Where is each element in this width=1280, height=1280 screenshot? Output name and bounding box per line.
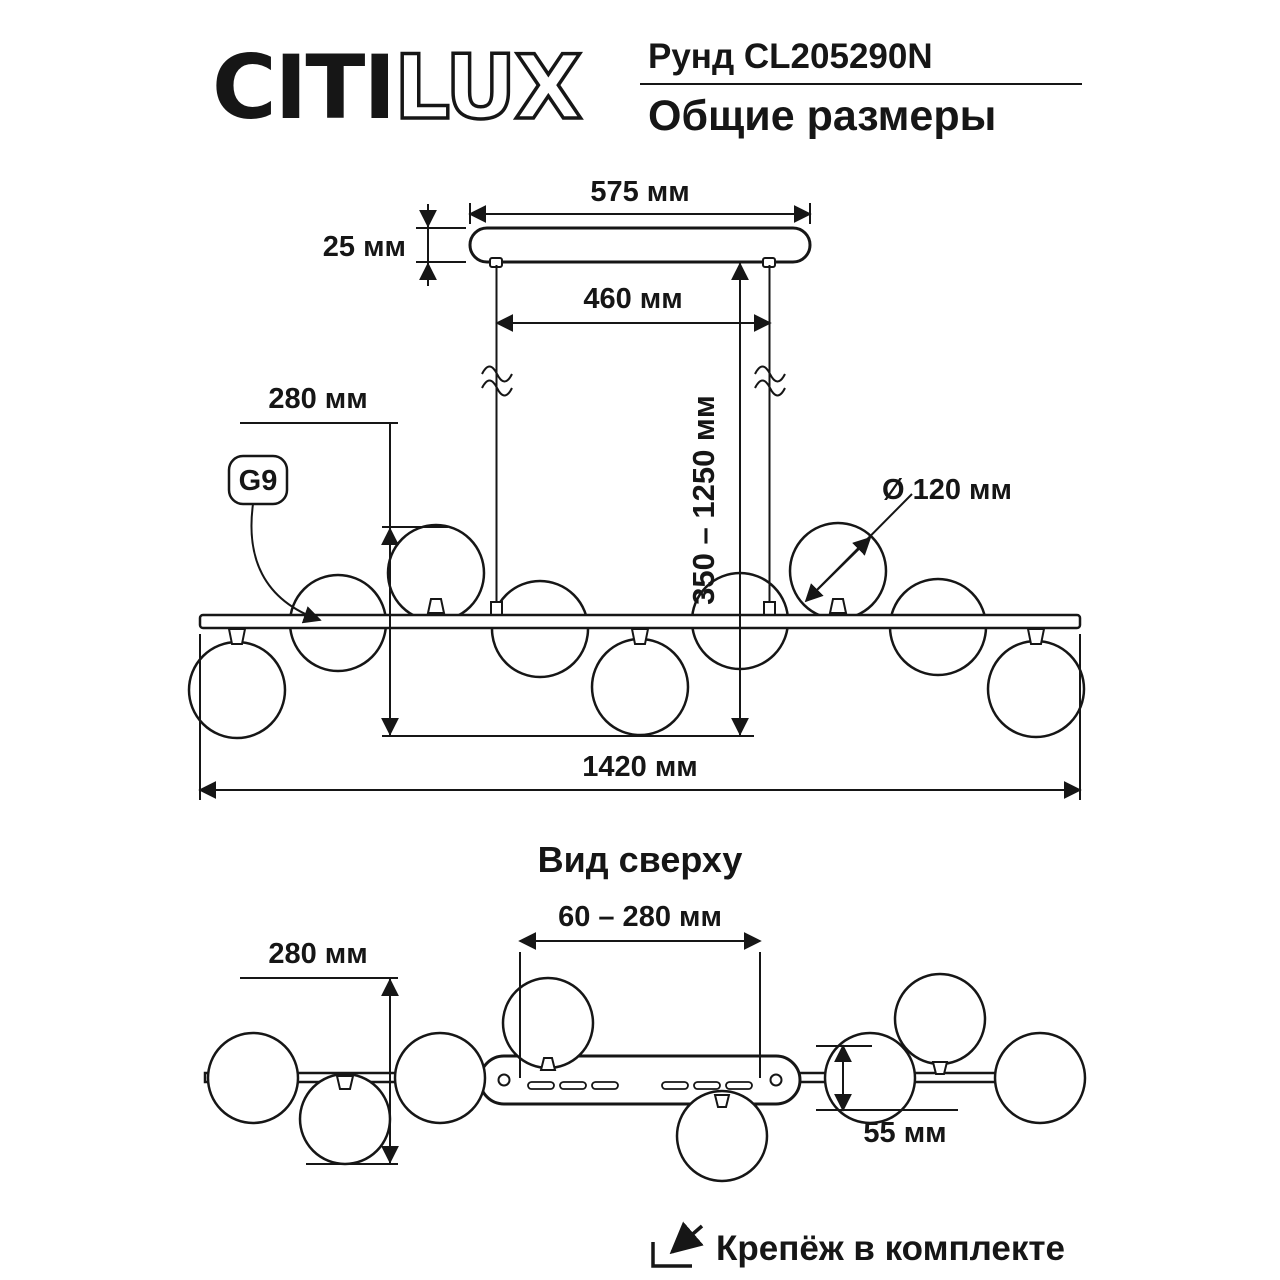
dim-canopy-width: 575 мм: [468, 176, 812, 224]
dim-label-slide-range: 60 – 280 мм: [558, 901, 722, 933]
dim-label-globe-cluster-height: 280 мм: [268, 383, 367, 415]
front-view: 575 мм 25 мм 460 мм 350 – 1250 мм 280 мм: [187, 176, 1086, 800]
screw-hole: [497, 1073, 511, 1087]
dim-slide-range: 60 – 280 мм: [518, 901, 762, 1078]
socket-label: G9: [239, 465, 278, 497]
dim-label-height-range: 350 – 1250 мм: [686, 395, 721, 605]
socket-clip: [1026, 628, 1046, 645]
socket-clip: [335, 1075, 355, 1090]
globe: [893, 972, 987, 1066]
wire-break-marks: [481, 365, 786, 397]
break-tilde: [754, 365, 786, 383]
page-subtitle: Общие размеры: [648, 92, 996, 140]
slot: [661, 1081, 689, 1090]
brand-logo-solid: CITI: [212, 36, 394, 139]
dim-label-globe-cluster-width: 280 мм: [268, 938, 367, 970]
globe: [501, 976, 595, 1070]
globe: [393, 1031, 487, 1125]
mounting-icon: [651, 1221, 704, 1268]
socket-clip: [227, 628, 247, 645]
dim-globe-offset: 55 мм: [816, 1044, 958, 1149]
globe: [675, 1089, 769, 1183]
socket-clip: [630, 628, 650, 645]
socket-callout: G9: [227, 454, 322, 624]
canopy-front: [468, 226, 812, 264]
rod-front: [198, 613, 1082, 630]
model-title: Рунд CL205290N: [648, 37, 933, 76]
brand-logo-outline: LUX: [394, 36, 581, 139]
screw-hole: [769, 1073, 783, 1087]
dim-globe-cluster-height-front: 280 мм: [240, 383, 754, 737]
slot: [591, 1081, 619, 1090]
top-view: Вид сверху: [203, 839, 1087, 1183]
dim-label-globe-offset: 55 мм: [863, 1117, 946, 1149]
footer: Крепёж в комплекте: [651, 1221, 1065, 1268]
break-tilde: [481, 365, 513, 383]
slot: [559, 1081, 587, 1090]
dim-globe-diameter: Ø 120 мм: [804, 474, 1012, 603]
slot: [725, 1081, 753, 1090]
dim-label-canopy-height: 25 мм: [323, 231, 406, 263]
wire-fitting-right: [763, 601, 776, 616]
dim-label-suspension-spacing: 460 мм: [583, 283, 682, 315]
break-tilde: [481, 379, 513, 397]
canopy-slots: [527, 1081, 753, 1090]
socket-clip: [713, 1094, 731, 1108]
globe: [206, 1031, 300, 1125]
socket-clip: [828, 598, 848, 614]
footer-note: Крепёж в комплекте: [716, 1229, 1065, 1268]
globe: [986, 639, 1086, 739]
socket-callout-box: [227, 454, 289, 506]
socket-clip: [426, 598, 446, 614]
dim-label-total-length: 1420 мм: [582, 751, 697, 783]
dim-height-range: 350 – 1250 мм: [686, 262, 749, 736]
wire-fitting-left: [490, 601, 503, 616]
globe-sockets-top: [335, 1057, 949, 1108]
top-view-title: Вид сверху: [538, 839, 743, 880]
socket-callout-arrow: [250, 503, 322, 624]
dim-canopy-height: 25 мм: [323, 204, 466, 286]
dim-label-globe-diameter: Ø 120 мм: [882, 474, 1012, 506]
slot: [527, 1081, 555, 1090]
dim-suspension-spacing: 460 мм: [495, 283, 772, 332]
header: CITILUX Рунд CL205290N Общие размеры: [212, 34, 1082, 141]
socket-clip: [931, 1061, 949, 1075]
break-tilde: [754, 379, 786, 397]
globe: [590, 637, 690, 737]
globe: [993, 1031, 1087, 1125]
dim-globe-cluster-width-top: 280 мм: [240, 938, 399, 1165]
dim-total-length: 1420 мм: [198, 634, 1082, 800]
globe: [187, 640, 287, 740]
dim-label-canopy-width: 575 мм: [590, 176, 689, 208]
brand-logo: CITILUX: [212, 36, 581, 139]
slot: [693, 1081, 721, 1090]
socket-clip: [539, 1057, 557, 1071]
